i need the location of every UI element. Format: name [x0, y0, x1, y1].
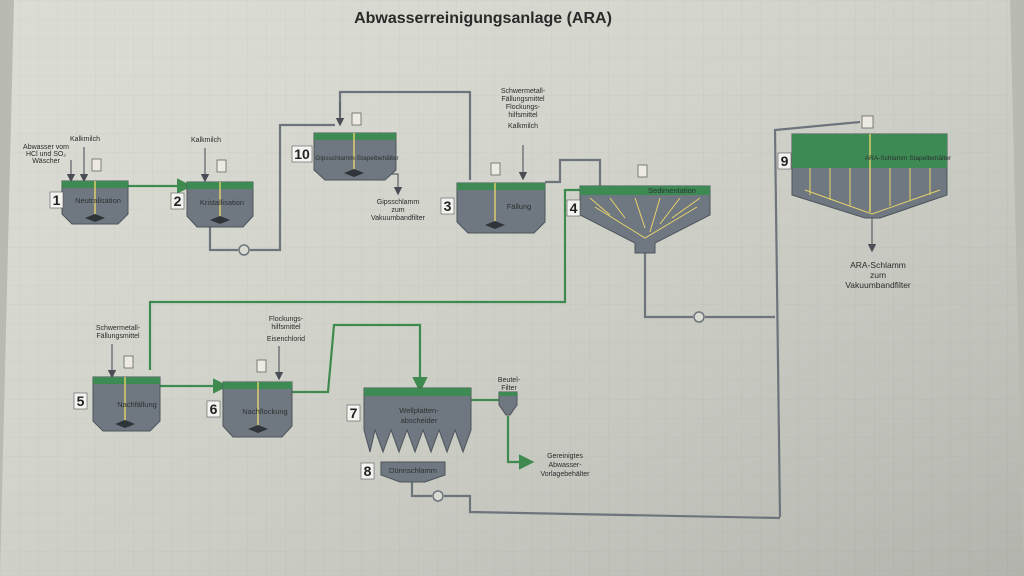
unit-number-4: 4 [566, 199, 581, 217]
unit-number-8: 8 [360, 462, 375, 480]
pump-4 [693, 311, 705, 323]
tank-7: Wellplatten- abscheider [363, 387, 472, 454]
unit-number-2: 2 [170, 192, 185, 210]
svg-text:6: 6 [210, 401, 218, 417]
feed-kalkmilch-2: Kalkmilch [191, 137, 221, 144]
tank-4-name: Sedimentation [648, 186, 696, 195]
pump-2 [238, 244, 250, 256]
pipe-filter-to-clean [506, 416, 535, 470]
tank-7-name-line2: abscheider [401, 416, 438, 425]
feed-kalkmilch-3: Kalkmilch [508, 123, 538, 130]
tank-10: Gipsschlamm-Stapelbehälter [313, 112, 400, 181]
unit-number-5: 5 [73, 392, 88, 410]
pipe-8-to-9 [410, 480, 781, 520]
output-ara-line1: ARA-Schlamm [850, 260, 906, 270]
tank-7-name-line1: Wellplatten- [399, 406, 439, 415]
svg-text:2: 2 [174, 193, 182, 209]
tank-3-name: Fällung [507, 202, 532, 211]
tank-4: Sedimentation [579, 164, 711, 254]
unit-number-10: 10 [291, 145, 313, 163]
svg-text:10: 10 [294, 146, 310, 162]
tank-3: Fällung [456, 162, 546, 234]
motor-icon [490, 162, 501, 176]
feed-flockung3-line1: Flockungs- [506, 104, 541, 111]
feed-schwermetall5-line1: Schwermetall- [96, 325, 141, 332]
tank-2-name: Kristallisation [200, 198, 244, 207]
tank-9: ARA-Schlamm Stapelbehälter [791, 115, 952, 219]
motor-icon [861, 115, 874, 129]
output-gips-line2: zum [391, 207, 404, 214]
pipe-6-to-7 [268, 323, 428, 394]
unit-number-9: 9 [777, 152, 792, 170]
pipe-3-to-4 [545, 158, 602, 186]
motor-icon [91, 158, 102, 172]
svg-text:9: 9 [781, 153, 789, 169]
tank-9-name: ARA-Schlamm Stapelbehälter [865, 155, 952, 162]
tank-1: Neutralisation [61, 158, 129, 225]
pump-8 [432, 490, 444, 502]
tank-10-name: Gipsschlamm-Stapelbehälter [315, 155, 399, 162]
feed-abwasser-line3: Wäscher [32, 158, 60, 165]
tank-6: Nachflockung [222, 359, 293, 438]
motor-icon [256, 359, 267, 373]
unit-number-7: 7 [346, 404, 361, 422]
tank-2: Kristallisation [186, 159, 254, 228]
output-gips-line1: Gipsschlamm [377, 199, 420, 206]
motor-icon [123, 355, 134, 369]
pipe-4-sludge [643, 252, 775, 319]
svg-text:4: 4 [570, 200, 578, 216]
svg-text:1: 1 [53, 192, 61, 208]
svg-text:7: 7 [350, 405, 358, 421]
bag-filter [498, 391, 518, 416]
tank-8-name: Dünnschlamm [389, 466, 437, 475]
output-gereinigt-line3: Vorlagebehälter [540, 471, 590, 478]
feed-schwermetall5-line2: Fällungsmittel [96, 333, 140, 340]
svg-text:5: 5 [77, 393, 85, 409]
pipe-2-to-10 [208, 123, 335, 252]
feed-flockung3-line2: hilfsmittel [508, 112, 538, 119]
feed-kalkmilch-1: Kalkmilch [70, 136, 100, 143]
feed-eisenchlorid: Eisenchlorid [267, 336, 305, 343]
pipe-4-to-5 [148, 188, 580, 370]
tank-5: Nachfällung [92, 355, 161, 432]
svg-text:8: 8 [364, 463, 372, 479]
output-gereinigt-line1: Gereinigtes [547, 453, 583, 460]
feed-abwasser-line1: Abwasser vom [23, 144, 69, 151]
tank-1-name: Neutralisation [75, 196, 121, 205]
output-gips-line3: Vakuumbandfilter [371, 215, 426, 222]
pipe-riser-to-9 [773, 120, 861, 518]
feed-schwermetall3-line2: Fällungsmittel [501, 96, 545, 103]
feed-abwasser-line2: HCl und SO₂ [26, 151, 66, 158]
output-beutel-line1: Beutel- [498, 377, 521, 384]
unit-number-6: 6 [206, 400, 221, 418]
page-title: Abwasserreinigungsanlage (ARA) [354, 10, 612, 27]
tank-6-name: Nachflockung [242, 407, 287, 416]
motor-icon [216, 159, 227, 173]
feed-flockung6-line1: Flockungs- [269, 316, 304, 323]
output-ara-line2: zum [870, 270, 886, 280]
unit-number-3: 3 [440, 197, 455, 215]
tank-8: Dünnschlamm [380, 461, 446, 483]
motor-icon [637, 164, 648, 178]
svg-text:3: 3 [444, 198, 452, 214]
output-beutel-line2: Filter [501, 385, 517, 392]
feed-schwermetall3-line1: Schwermetall- [501, 88, 546, 95]
output-ara-line3: Vakuumbandfilter [845, 280, 911, 290]
feed-flockung6-line2: hilfsmittel [271, 324, 301, 331]
unit-number-1: 1 [49, 191, 64, 209]
gips-outlet-arrow [390, 173, 403, 196]
motor-icon [351, 112, 362, 126]
output-gereinigt-line2: Abwasser- [548, 462, 582, 469]
tank-5-name: Nachfällung [117, 400, 157, 409]
